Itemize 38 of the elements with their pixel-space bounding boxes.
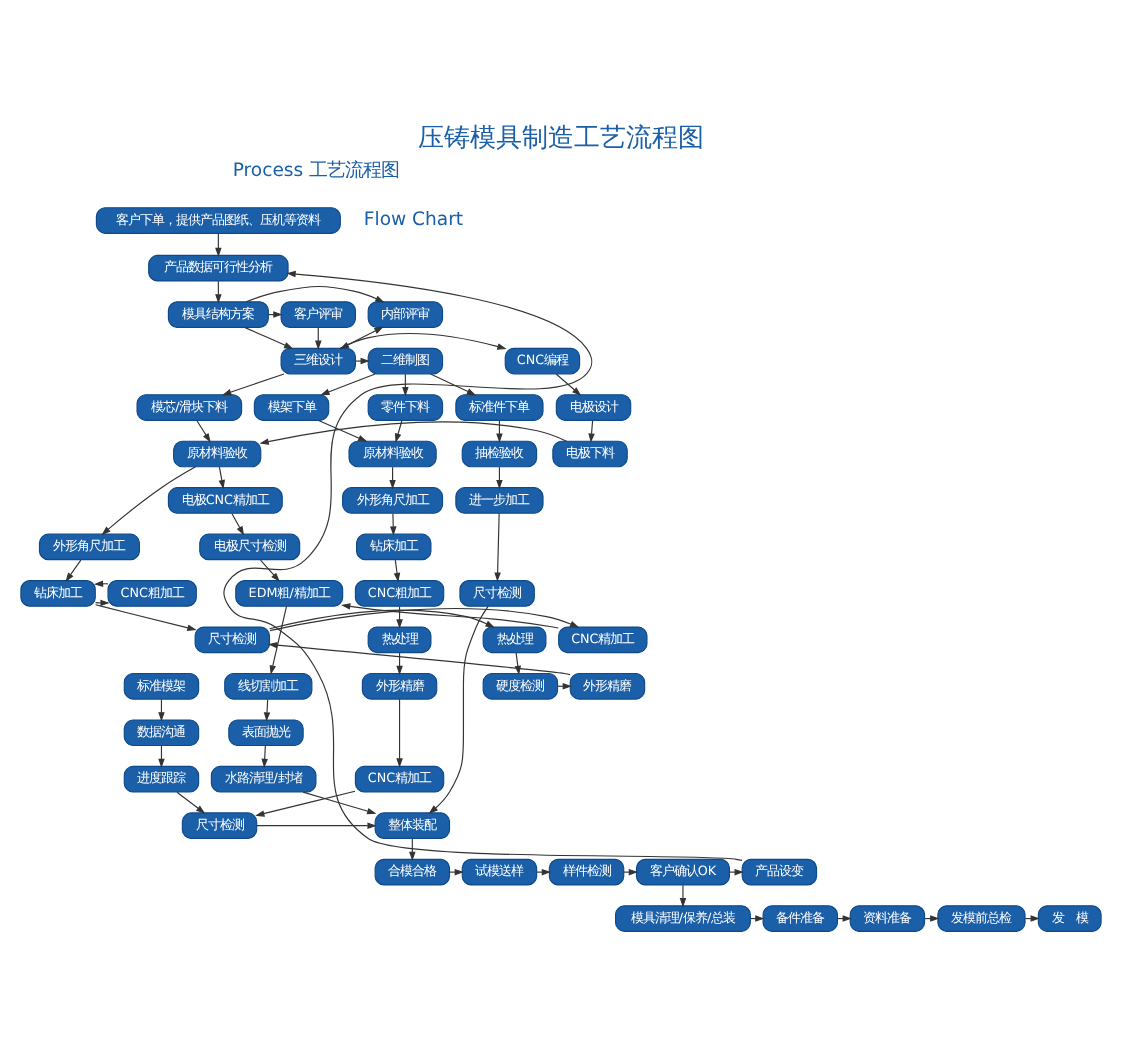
diagram-title: 压铸模具制造工艺流程图	[418, 123, 704, 154]
arrow	[176, 791, 206, 814]
arrow	[394, 420, 403, 443]
label: Flow Chart	[363, 208, 464, 231]
arrow	[65, 559, 82, 582]
arrow	[261, 745, 268, 769]
arrow	[729, 868, 744, 876]
arrow	[390, 513, 397, 536]
arrow	[255, 790, 356, 817]
arrow	[355, 357, 370, 365]
arrow	[101, 466, 197, 536]
arrow	[259, 559, 280, 582]
arrow	[244, 327, 294, 349]
arrow	[256, 822, 377, 829]
arrow	[588, 420, 595, 443]
arrow	[263, 698, 271, 722]
arrow	[222, 373, 285, 396]
arrow	[679, 884, 687, 908]
arrow	[269, 609, 495, 630]
arrow	[555, 373, 582, 396]
arrow	[430, 373, 477, 396]
label: Process 工艺流程图	[232, 160, 400, 183]
arrow	[318, 419, 368, 442]
arrow	[320, 373, 376, 396]
arrow	[494, 512, 501, 582]
arrow	[536, 868, 552, 876]
arrow	[623, 868, 639, 876]
arrow	[396, 698, 403, 768]
arrow	[393, 559, 401, 583]
arrow	[95, 604, 197, 631]
arrow	[196, 420, 211, 443]
arrow	[269, 605, 288, 675]
arrow	[302, 791, 377, 815]
arrow	[428, 605, 489, 814]
arrow	[245, 285, 385, 303]
arrow	[449, 868, 464, 876]
arrow	[231, 513, 245, 536]
arrow	[218, 466, 225, 490]
